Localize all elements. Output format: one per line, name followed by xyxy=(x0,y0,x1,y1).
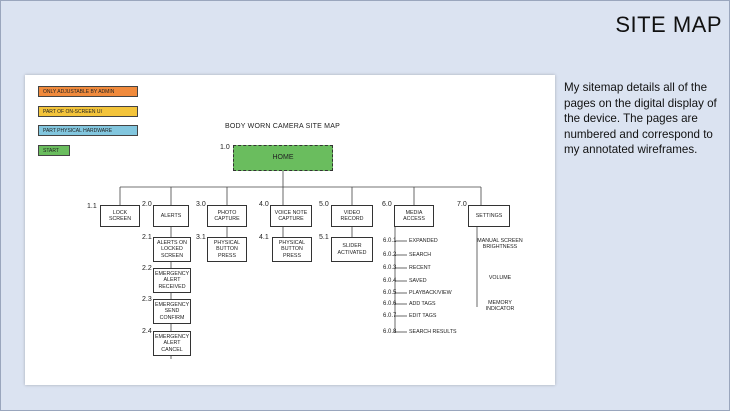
media-item-number: 6.0.7 xyxy=(383,313,397,319)
settings-item-memory: MEMORY INDICATOR xyxy=(485,300,515,313)
media-item-number: 6.0.3 xyxy=(383,265,397,271)
node-alerts: ALERTS xyxy=(153,205,189,227)
media-item-number: 6.0.6 xyxy=(383,301,397,307)
legend-physical-hardware: PART PHYSICAL HARDWARE xyxy=(38,125,138,136)
node-voice-physical-button-label: PHYSICAL BUTTON PRESS xyxy=(278,240,306,259)
section-number: 5.0 xyxy=(319,201,329,208)
connector-lines xyxy=(119,171,482,359)
node-media-access-label: MEDIA ACCESS xyxy=(403,209,425,222)
alerts-child-number: 2.4 xyxy=(142,328,152,335)
node-emergency-send-confirm-label: EMERGENCY SEND CONFIRM xyxy=(154,302,190,321)
node-alerts-locked-screen-label: ALERTS ON LOCKED SCREEN xyxy=(157,240,187,259)
diagram-title: BODY WORN CAMERA SITE MAP xyxy=(225,123,340,130)
node-video-record-label: VIDEO RECORD xyxy=(340,209,364,222)
section-number: 1.1 xyxy=(87,203,97,210)
node-voice-physical-button: PHYSICAL BUTTON PRESS xyxy=(272,237,312,262)
settings-item-volume: VOLUME xyxy=(488,275,512,281)
video-child-number: 5.1 xyxy=(319,234,329,241)
media-item-number: 6.0.5 xyxy=(383,290,397,296)
media-item-search: SEARCH xyxy=(409,252,432,258)
media-item-expanded: EXPANDED xyxy=(409,238,438,244)
slide-title: SITE MAP xyxy=(615,12,722,37)
media-item-number: 6.0.1 xyxy=(383,238,397,244)
slide-description: My sitemap details all of the pages on t… xyxy=(564,81,717,156)
alerts-child-number: 2.3 xyxy=(142,296,152,303)
media-item-number: 6.0.4 xyxy=(383,278,397,284)
node-slider-activated-label: SLIDER ACTIVATED xyxy=(337,243,367,256)
media-item-edit-tags: EDIT TAGS xyxy=(409,313,437,319)
alerts-child-number: 2.2 xyxy=(142,265,152,272)
node-settings: SETTINGS xyxy=(468,205,510,227)
section-number: 6.0 xyxy=(382,201,392,208)
photo-child-number: 3.1 xyxy=(196,234,206,241)
voice-child-number: 4.1 xyxy=(259,234,269,241)
legend-on-screen-ui: PART OF ON-SCREEN UI xyxy=(38,106,138,117)
node-home-label: HOME xyxy=(272,153,294,161)
node-emergency-alert-received-label: EMERGENCY ALERT RECEIVED xyxy=(154,271,190,290)
node-emergency-send-confirm: EMERGENCY SEND CONFIRM xyxy=(153,299,191,324)
media-item-playback-view: PLAYBACK/VIEW xyxy=(409,290,452,296)
media-item-add-tags: ADD TAGS xyxy=(409,301,436,307)
settings-item-brightness: MANUAL SCREEN BRIGHTNESS xyxy=(477,238,523,251)
node-photo-capture-label: PHOTO CAPTURE xyxy=(214,209,240,222)
legend-start: START xyxy=(38,145,70,156)
node-lock-screen: LOCK SCREEN xyxy=(100,205,140,227)
node-settings-label: SETTINGS xyxy=(475,212,503,219)
section-number: 7.0 xyxy=(457,201,467,208)
sitemap-diagram: ONLY ADJUSTABLE BY ADMIN PART OF ON-SCRE… xyxy=(25,75,555,385)
node-media-access: MEDIA ACCESS xyxy=(394,205,434,227)
section-number: 4.0 xyxy=(259,201,269,208)
node-photo-capture: PHOTO CAPTURE xyxy=(207,205,247,227)
node-alerts-locked-screen: ALERTS ON LOCKED SCREEN xyxy=(153,237,191,262)
node-photo-physical-button-label: PHYSICAL BUTTON PRESS xyxy=(213,240,241,259)
node-slider-activated: SLIDER ACTIVATED xyxy=(331,237,373,262)
node-emergency-alert-cancel: EMERGENCY ALERT CANCEL xyxy=(153,331,191,356)
media-item-recent: RECENT xyxy=(409,265,431,271)
home-number: 1.0 xyxy=(220,144,230,151)
node-lock-screen-label: LOCK SCREEN xyxy=(108,209,132,222)
node-home: HOME xyxy=(233,145,333,171)
node-photo-physical-button: PHYSICAL BUTTON PRESS xyxy=(207,237,247,262)
alerts-child-number: 2.1 xyxy=(142,234,152,241)
node-voice-note-capture-label: VOICE NOTE CAPTURE xyxy=(274,209,308,222)
media-item-search-results: SEARCH RESULTS xyxy=(409,329,457,335)
node-video-record: VIDEO RECORD xyxy=(331,205,373,227)
node-emergency-alert-cancel-label: EMERGENCY ALERT CANCEL xyxy=(154,334,190,353)
media-item-number: 6.0.8 xyxy=(383,329,397,335)
node-voice-note-capture: VOICE NOTE CAPTURE xyxy=(270,205,312,227)
section-number: 2.0 xyxy=(142,201,152,208)
node-emergency-alert-received: EMERGENCY ALERT RECEIVED xyxy=(153,268,191,293)
legend-admin: ONLY ADJUSTABLE BY ADMIN xyxy=(38,86,138,97)
node-alerts-label: ALERTS xyxy=(160,212,182,219)
media-item-number: 6.0.2 xyxy=(383,252,397,258)
media-item-saved: SAVED xyxy=(409,278,427,284)
section-number: 3.0 xyxy=(196,201,206,208)
